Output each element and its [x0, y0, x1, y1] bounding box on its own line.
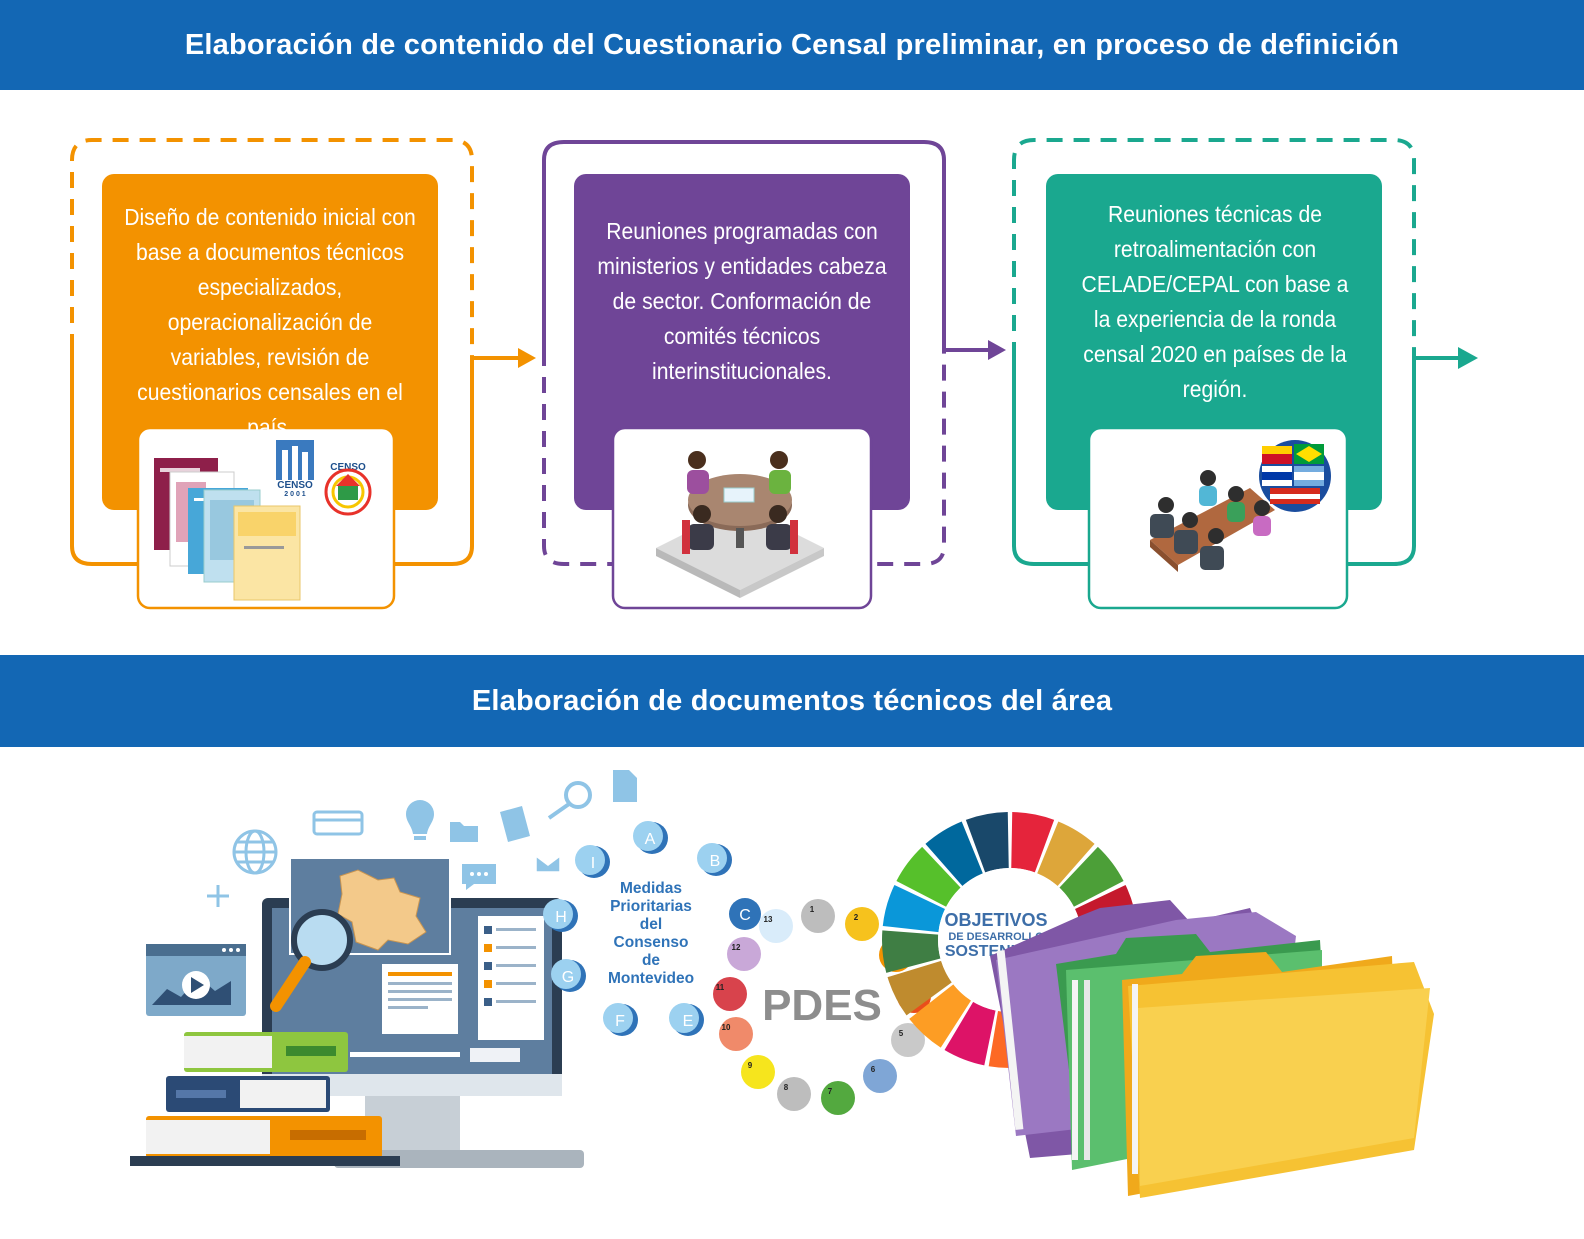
globe-icon	[232, 829, 278, 875]
sdg-segment	[944, 1001, 996, 1066]
montevideo-title-3: del	[640, 916, 662, 933]
sdg-segment	[925, 821, 983, 886]
step3-box	[1046, 174, 1382, 510]
pdes-num-11: 11	[716, 983, 725, 992]
montevideo-title-2: Prioritarias	[610, 898, 692, 915]
step2-text: Reuniones programadas con ministerios y …	[597, 218, 887, 384]
step1-text: Diseño de contenido inicial con base a d…	[124, 204, 416, 440]
sdg-segment	[909, 984, 972, 1048]
sdg-segment	[882, 884, 945, 933]
chat-icon	[462, 864, 496, 890]
montevideo-title-5: de	[642, 952, 660, 969]
montevideo-letter-i: I	[591, 855, 595, 872]
pdes-num-10: 10	[722, 1023, 731, 1032]
books-stack-icon	[130, 1032, 400, 1166]
census-2001-logo: CENSO 2 0 0 1	[276, 440, 314, 498]
montevideo-letter-b: B	[710, 853, 721, 870]
header-title: Elaboración de contenido del Cuestionari…	[184, 28, 1400, 61]
sdg-segment	[887, 960, 952, 1016]
step3-text: Reuniones técnicas de retroalimentación …	[1081, 201, 1349, 402]
pdes-num-13: 13	[764, 915, 773, 924]
sdg-title-1: OBJETIVOS	[944, 910, 1047, 930]
pdes-diagram: PDES 1 2 3 4 5 6 7 8 9 10 11 12 13	[713, 899, 931, 1115]
pdes-num-5: 5	[899, 1029, 904, 1038]
census-logo-1-text: CENSO	[277, 480, 313, 491]
montevideo-title-1: Medidas	[620, 880, 682, 897]
montevideo-letter-e: E	[683, 1013, 694, 1030]
sdg-segment	[896, 846, 961, 907]
card-icon	[312, 810, 364, 836]
conference-illustration	[1150, 440, 1331, 572]
section2-title: Elaboración de documentos técnicos del á…	[471, 684, 1113, 717]
montevideo-letter-g: G	[562, 969, 574, 986]
technical-documents-illustration: A B C E F G H I Medidas Prioritarias del…	[130, 770, 1434, 1198]
mail-icon	[535, 855, 561, 873]
sdg-segment	[1011, 812, 1055, 873]
meeting-illustration	[656, 451, 824, 598]
sdg-segment	[1059, 846, 1124, 907]
document-tilted-icon	[500, 806, 530, 842]
magnifying-glass-icon	[270, 909, 353, 1012]
sdg-segment	[882, 930, 941, 973]
file-icon	[613, 770, 637, 802]
montevideo-title-6: Montevideo	[608, 970, 694, 987]
montevideo-letter-c: C	[739, 907, 751, 924]
montevideo-title-4: Consenso	[614, 934, 689, 951]
folders-icon	[990, 900, 1434, 1198]
section2-banner: Elaboración de documentos técnicos del á…	[0, 655, 1584, 747]
magnifier-small-icon	[547, 781, 592, 820]
header-banner: Elaboración de contenido del Cuestionari…	[0, 0, 1584, 90]
pdes-num-12: 12	[732, 943, 741, 952]
step1-box	[102, 174, 438, 510]
step2-box	[574, 174, 910, 510]
pdes-num-8: 8	[784, 1083, 789, 1092]
lightbulb-icon	[406, 800, 434, 834]
pdes-num-1: 1	[810, 905, 815, 914]
folder-small-icon	[450, 822, 478, 842]
sdg-title-2: DE DESARROLLO	[948, 931, 1044, 943]
arrow-2	[988, 340, 1006, 360]
montevideo-letter-f: F	[615, 1013, 625, 1030]
arrow-1	[518, 348, 536, 368]
montevideo-letter-a: A	[645, 831, 656, 848]
sdg-segment	[965, 812, 1009, 873]
pdes-num-9: 9	[748, 1061, 753, 1070]
pdes-label: PDES	[762, 981, 882, 1030]
documents-illustration	[154, 458, 301, 601]
montevideo-consensus-diagram: A B C E F G H I Medidas Prioritarias del…	[543, 821, 761, 1036]
sdg-segment	[1037, 821, 1095, 886]
process-flow: CENSO 2 0 0 1 CENSO	[70, 138, 1478, 610]
pdes-num-6: 6	[871, 1065, 876, 1074]
plus-icon	[207, 885, 229, 907]
arrow-3	[1458, 347, 1478, 369]
pdes-num-7: 7	[828, 1087, 833, 1096]
video-player-icon	[146, 944, 246, 1016]
census-logo-2: CENSO	[324, 462, 372, 516]
census-logo-1-year: 2 0 0 1	[284, 491, 306, 498]
pdes-num-2: 2	[854, 913, 859, 922]
montevideo-letter-h: H	[555, 909, 567, 926]
census-logo-2-text: CENSO	[330, 462, 366, 473]
